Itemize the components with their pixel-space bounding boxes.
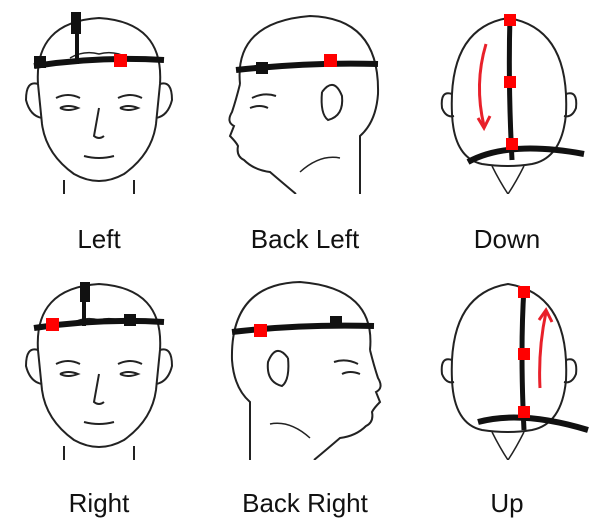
- active-electrode: [518, 348, 530, 360]
- active-electrode: [254, 324, 267, 337]
- active-electrode: [506, 138, 518, 150]
- head-front-illustration: [4, 4, 194, 194]
- direction-arrow: [540, 312, 546, 388]
- active-electrode: [324, 54, 337, 67]
- position-label: Right: [4, 488, 194, 519]
- head-back-right-side: Back Right: [210, 270, 400, 460]
- head-top-illustration: [412, 4, 602, 194]
- head-down-top: Down: [412, 4, 602, 194]
- active-electrode: [504, 14, 516, 26]
- position-label: Up: [412, 488, 602, 519]
- head-side-illustration: [210, 4, 400, 194]
- active-electrode: [46, 318, 59, 331]
- active-electrode: [504, 76, 516, 88]
- head-right-front: Right: [4, 270, 194, 460]
- position-label: Left: [4, 224, 194, 255]
- reference-electrode: [34, 56, 46, 68]
- reference-electrode: [256, 62, 268, 74]
- position-label: Down: [412, 224, 602, 255]
- active-electrode: [518, 286, 530, 298]
- position-label: Back Right: [210, 488, 400, 519]
- head-front-illustration: [4, 270, 194, 460]
- reference-electrode: [124, 314, 136, 326]
- position-label: Back Left: [210, 224, 400, 255]
- reference-electrode: [330, 316, 342, 328]
- active-electrode: [518, 406, 530, 418]
- head-back-left-side: Back Left: [210, 4, 400, 194]
- head-side-illustration: [210, 270, 400, 460]
- direction-arrow: [479, 44, 486, 126]
- active-electrode: [114, 54, 127, 67]
- head-left-front: Left: [4, 4, 194, 194]
- head-top-illustration: [412, 270, 602, 460]
- head-up-top: Up: [412, 270, 602, 460]
